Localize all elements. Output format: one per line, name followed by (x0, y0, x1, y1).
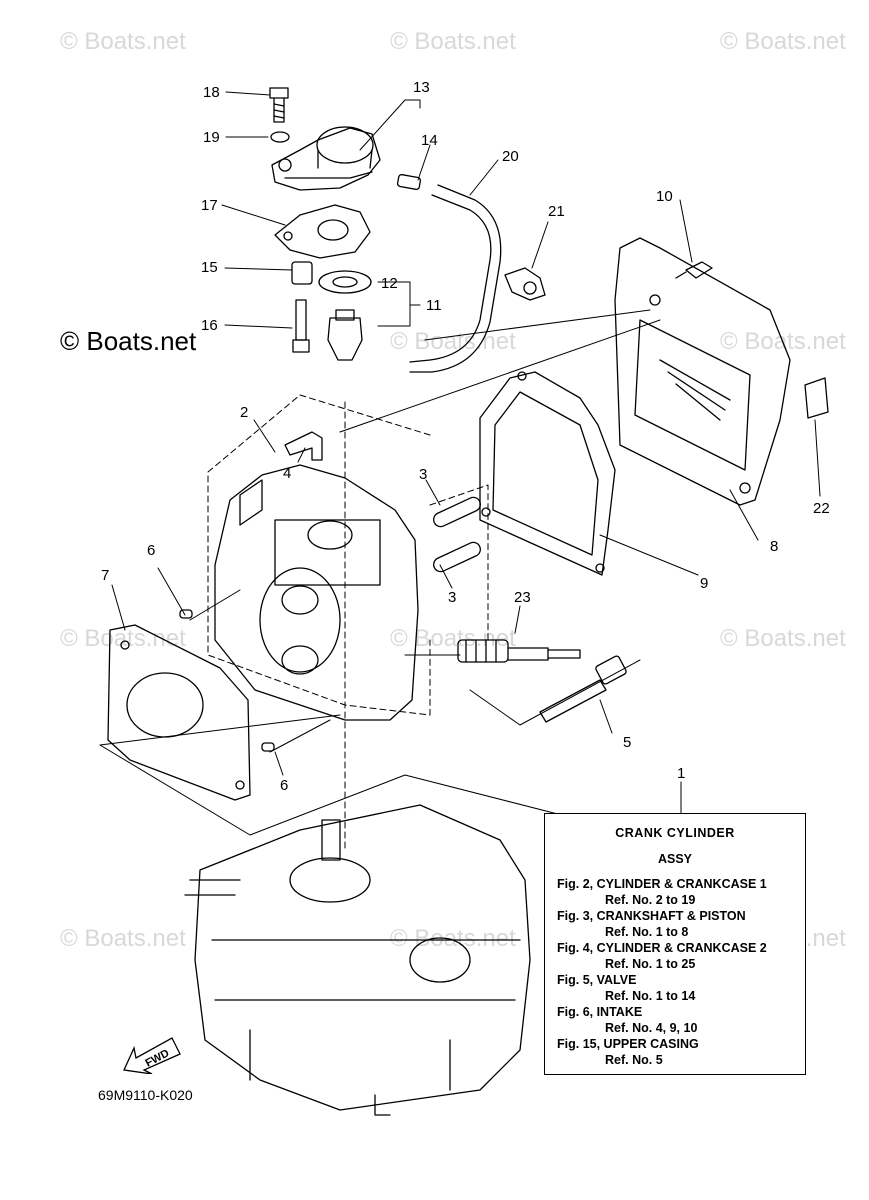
reference-range: Ref. No. 2 to 19 (605, 893, 696, 907)
part-15-spacer (291, 261, 313, 285)
callout-22: 22 (813, 500, 830, 517)
part-12-seal (318, 270, 372, 294)
diagram-code: 69M9110-K020 (98, 1087, 193, 1103)
callout-10: 10 (656, 188, 673, 205)
fwd-label: FWD (144, 1047, 172, 1069)
callout-21: 21 (548, 203, 565, 220)
part-1-crankcase (184, 804, 531, 1116)
callout-7: 7 (101, 567, 110, 584)
part-7-head-gasket (107, 624, 251, 801)
watermark: © Boats.net (390, 925, 516, 952)
watermark-featured: © Boats.net (60, 326, 197, 356)
watermark: © Boats.net (390, 328, 516, 355)
callout-8: 8 (770, 538, 779, 555)
reference-range: Ref. No. 4, 9, 10 (605, 1021, 698, 1035)
watermark: © Boats.net (60, 28, 186, 55)
watermark: © Boats.net (60, 925, 186, 952)
reference-box: CRANK CYLINDER ASSY Fig. 2, CYLINDER & C… (544, 813, 806, 1075)
part-22-plate (804, 377, 829, 419)
watermark: © Boats.net (390, 625, 516, 652)
part-20-hose (409, 184, 502, 373)
watermark: © Boats.net (720, 28, 846, 55)
part-16-bolt (292, 299, 310, 353)
reference-range: Ref. No. 1 to 25 (605, 957, 696, 971)
callout-14: 14 (421, 132, 438, 149)
callout-17: 17 (201, 197, 218, 214)
callout-2: 2 (240, 404, 249, 421)
part-3-pins (433, 496, 481, 573)
forward-arrow-icon: FWD (123, 1037, 181, 1074)
part-17-gasket (274, 204, 371, 259)
part-8-cover (614, 237, 791, 506)
reference-fig: Fig. 5, VALVE (557, 973, 637, 987)
watermark: © Boats.net (720, 625, 846, 652)
reference-range: Ref. No. 5 (605, 1053, 663, 1067)
callout-18: 18 (203, 84, 220, 101)
callout-3: 3 (448, 589, 457, 606)
part-5-bolt (539, 655, 627, 723)
reference-fig: Fig. 4, CYLINDER & CRANKCASE 2 (557, 941, 767, 955)
part-18-bolt (269, 87, 289, 123)
reference-fig: Fig. 2, CYLINDER & CRANKCASE 1 (557, 877, 767, 891)
callout-6: 6 (280, 777, 289, 794)
callout-3: 3 (419, 466, 428, 483)
part-9-gasket (479, 371, 616, 576)
reference-range: Ref. No. 1 to 8 (605, 925, 689, 939)
part-23-spark-plug (457, 639, 581, 663)
callout-23: 23 (514, 589, 531, 606)
part-6-dowel (261, 742, 275, 752)
part-11-thermostat (327, 309, 363, 361)
reference-range: Ref. No. 1 to 14 (605, 989, 696, 1003)
reference-subtitle: ASSY (657, 852, 693, 866)
callout-1: 1 (677, 765, 686, 782)
watermark: © Boats.net (60, 625, 186, 652)
callout-9: 9 (700, 575, 709, 592)
callout-6: 6 (147, 542, 156, 559)
part-10-screw (675, 261, 713, 279)
callout-5: 5 (623, 734, 632, 751)
part-2-cylinder (214, 464, 419, 721)
reference-fig: Fig. 3, CRANKSHAFT & PISTON (557, 909, 746, 923)
callout-4: 4 (283, 465, 292, 482)
part-21-clip (504, 267, 546, 301)
callout-15: 15 (201, 259, 218, 276)
callout-13: 13 (413, 79, 430, 96)
callout-19: 19 (203, 129, 220, 146)
callout-11: 11 (426, 297, 442, 314)
callout-20: 20 (502, 148, 519, 165)
callout-12: 12 (381, 275, 398, 292)
part-4-fitting (284, 431, 323, 461)
reference-fig: Fig. 6, INTAKE (557, 1005, 643, 1019)
watermark: © Boats.net (390, 28, 516, 55)
reference-title: CRANK CYLINDER (615, 826, 735, 840)
part-6-dowel (179, 609, 193, 619)
leader-lines (99, 91, 821, 849)
callout-16: 16 (201, 317, 218, 334)
part-19-washer (270, 131, 290, 143)
part-13-thermostat-cover (271, 126, 422, 191)
reference-fig: Fig. 15, UPPER CASING (557, 1037, 699, 1051)
